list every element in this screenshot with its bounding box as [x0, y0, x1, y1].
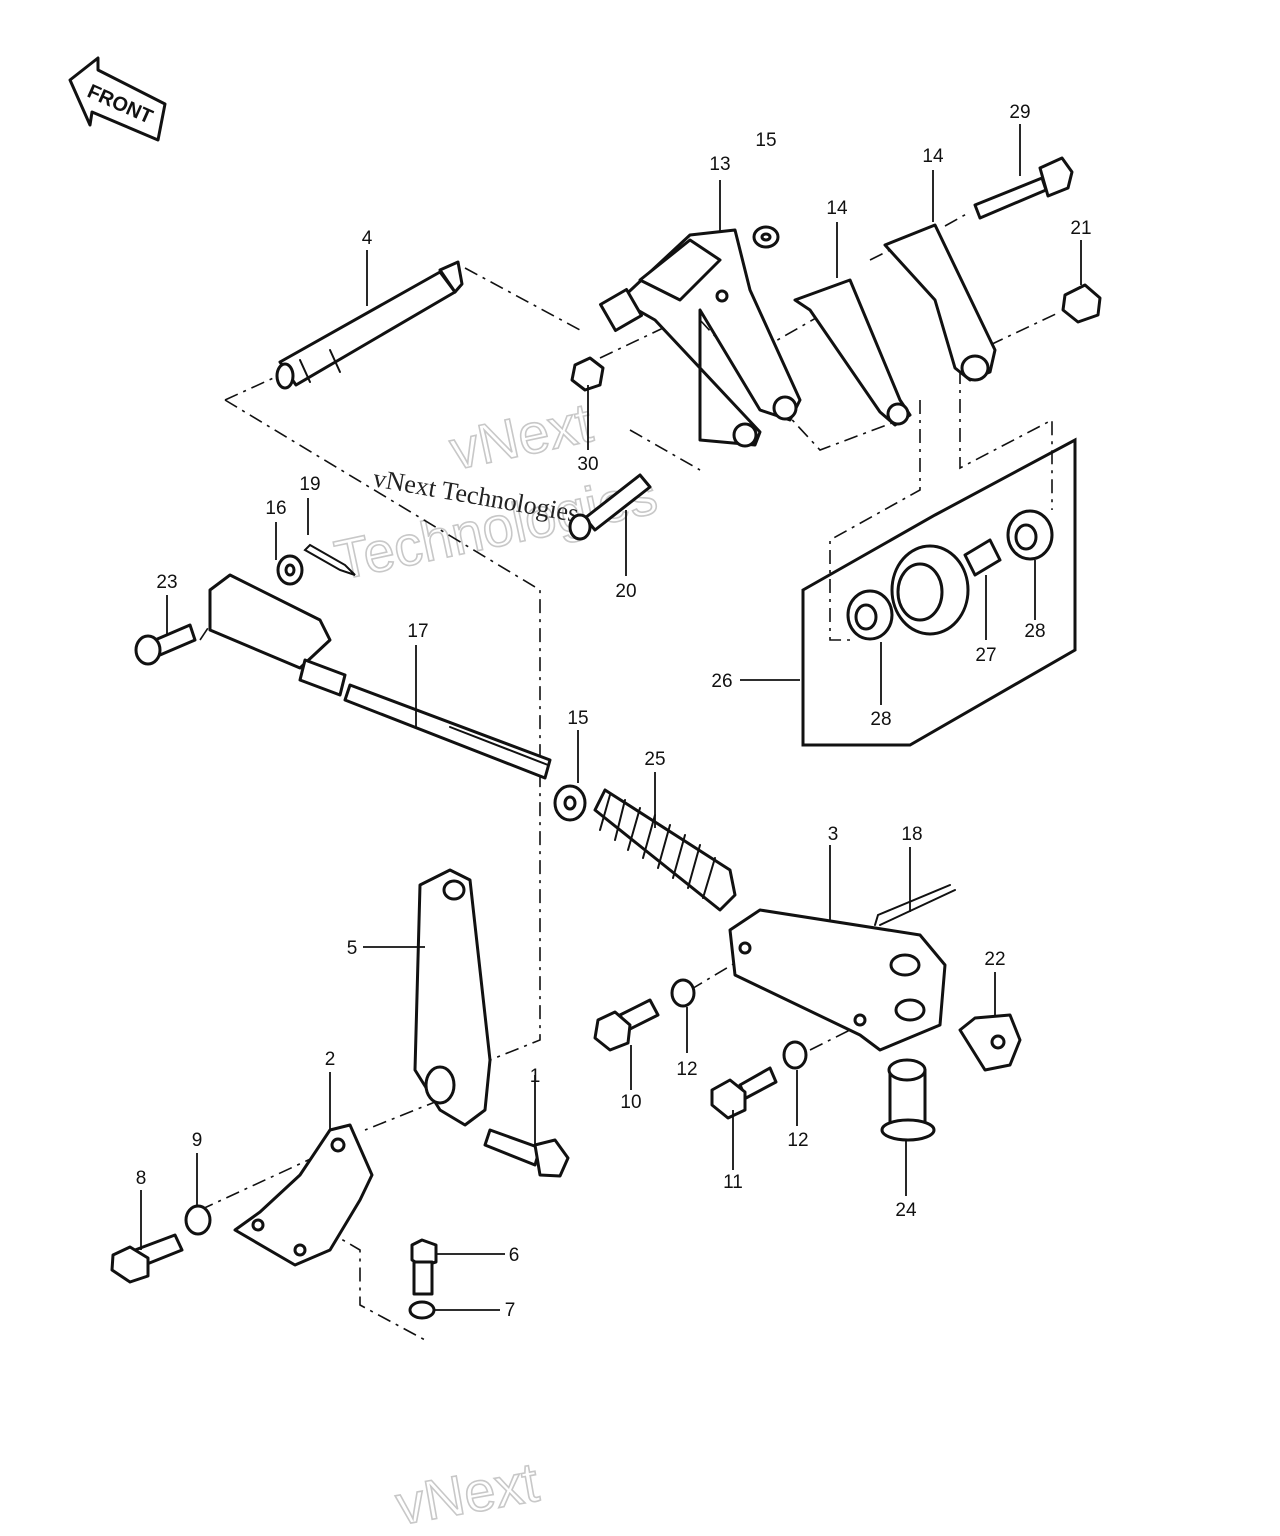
- part-3-bracket: [728, 908, 947, 1052]
- callout-11: 11: [723, 1172, 743, 1193]
- callout-12-lower: 12: [787, 1130, 808, 1151]
- callout-6: 6: [509, 1245, 520, 1266]
- callout-22: 22: [984, 949, 1005, 970]
- callout-14-right: 14: [922, 146, 944, 167]
- part-30-nut: [570, 356, 605, 392]
- part-2-plate: [233, 1123, 374, 1267]
- part-24-pin: [880, 1058, 936, 1142]
- part-25-spring: [593, 788, 737, 912]
- callout-3: 3: [828, 824, 839, 845]
- callout-24: 24: [895, 1200, 917, 1221]
- front-arrow-icon: FRONT: [68, 56, 167, 142]
- callout-21: 21: [1070, 218, 1091, 239]
- part-20-bolt: [568, 473, 652, 541]
- watermark-vnext: vNext: [444, 390, 598, 481]
- part-22-knob: [958, 1013, 1022, 1072]
- watermark-bottom-vnext: vNext: [391, 1450, 543, 1536]
- callout-10: 10: [620, 1092, 641, 1113]
- part-14-link-middle: [793, 278, 912, 427]
- callout-27: 27: [975, 645, 996, 666]
- callout-26: 26: [711, 671, 732, 692]
- callout-28-right: 28: [1024, 621, 1045, 642]
- callout-28-left: 28: [870, 709, 891, 730]
- callout-15-middle: 15: [567, 708, 588, 729]
- part-21-nut: [1061, 283, 1102, 324]
- callout-2: 2: [325, 1049, 336, 1070]
- callout-17: 17: [407, 621, 428, 642]
- callout-29: 29: [1009, 102, 1030, 123]
- part-12-washer-upper: [670, 978, 696, 1008]
- callout-1: 1: [530, 1066, 541, 1087]
- part-1-bolt: [483, 1128, 570, 1178]
- callout-16: 16: [265, 498, 286, 519]
- callout-25: 25: [644, 749, 665, 770]
- part-6-bolt: [410, 1238, 438, 1296]
- callout-20: 20: [615, 581, 636, 602]
- part-26-roller: [890, 544, 970, 636]
- part-10-bolt: [593, 998, 660, 1052]
- part-27-collar: [963, 538, 1002, 577]
- part-15-washer-top: [752, 225, 780, 249]
- part-18-cotter-pin: [874, 884, 956, 926]
- part-15-washer-middle: [553, 784, 587, 822]
- callout-23: 23: [156, 572, 177, 593]
- part-17-clevis: [208, 573, 332, 670]
- part-19-clip: [303, 543, 356, 576]
- callout-13: 13: [709, 154, 730, 175]
- leader-lines: [140, 124, 1082, 1311]
- part-28-bearing-right: [1006, 509, 1054, 561]
- callout-15-top: 15: [755, 130, 776, 151]
- callout-12-upper: 12: [676, 1059, 697, 1080]
- part-13-arm: [599, 228, 802, 448]
- part-12-washer-lower: [782, 1040, 808, 1070]
- part-23-clevis-pin: [134, 623, 197, 666]
- callout-4: 4: [362, 228, 373, 249]
- callout-14-middle: 14: [826, 198, 848, 219]
- part-11-bolt: [710, 1066, 778, 1120]
- part-7-washer: [408, 1300, 436, 1320]
- callout-5: 5: [347, 938, 358, 959]
- callout-18: 18: [901, 824, 922, 845]
- callout-numbers: 4 13 15 14 14 29 21 30 20 16 19 23 17 15…: [136, 102, 1092, 1321]
- part-8-bolt: [110, 1233, 184, 1284]
- part-17-rod: [298, 658, 552, 780]
- part-16-washer: [276, 554, 304, 586]
- callout-7: 7: [505, 1300, 516, 1321]
- part-4-shaft: [275, 260, 464, 390]
- part-5-lever: [413, 868, 492, 1127]
- roller-assembly-box: [801, 437, 1077, 747]
- callout-19: 19: [299, 474, 320, 495]
- part-29-bolt: [973, 156, 1074, 220]
- callout-9: 9: [192, 1130, 203, 1151]
- callout-8: 8: [136, 1168, 147, 1189]
- part-9-washer: [184, 1204, 212, 1236]
- callout-30: 30: [577, 454, 598, 475]
- part-28-bearing-left: [846, 589, 894, 641]
- part-14-link-right: [883, 223, 997, 382]
